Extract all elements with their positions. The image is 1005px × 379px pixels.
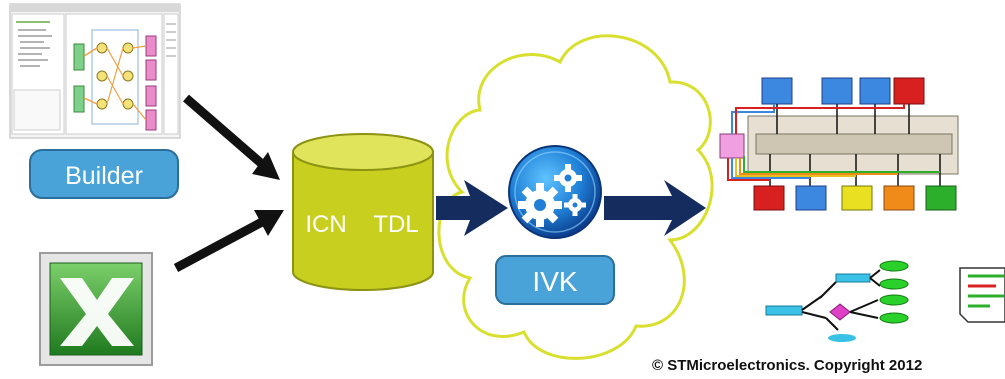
tree-diagram-icon	[765, 260, 909, 342]
database-cylinder: ICN TDL	[292, 133, 434, 291]
arrow-ivk-to-outputs	[604, 180, 706, 236]
database-label-icn: ICN	[305, 211, 346, 238]
excel-icon	[39, 252, 153, 366]
report-document-icon	[959, 267, 1005, 323]
arrow-database-to-ivk	[436, 180, 508, 236]
database-label-tdl: TDL	[373, 211, 418, 238]
builder-button[interactable]: Builder	[29, 149, 179, 199]
builder-button-label: Builder	[65, 162, 143, 190]
ivk-button-label: IVK	[532, 266, 577, 297]
gears-icon	[508, 145, 602, 239]
copyright-text: © STMicroelectronics. Copyright 2012	[652, 357, 922, 374]
ivk-button[interactable]: IVK	[495, 255, 615, 305]
arrow-excel-to-database	[173, 210, 284, 272]
builder-screenshot-icon	[9, 3, 181, 139]
testbench-diagram-icon	[719, 77, 959, 211]
arrow-builder-to-database	[183, 94, 280, 180]
